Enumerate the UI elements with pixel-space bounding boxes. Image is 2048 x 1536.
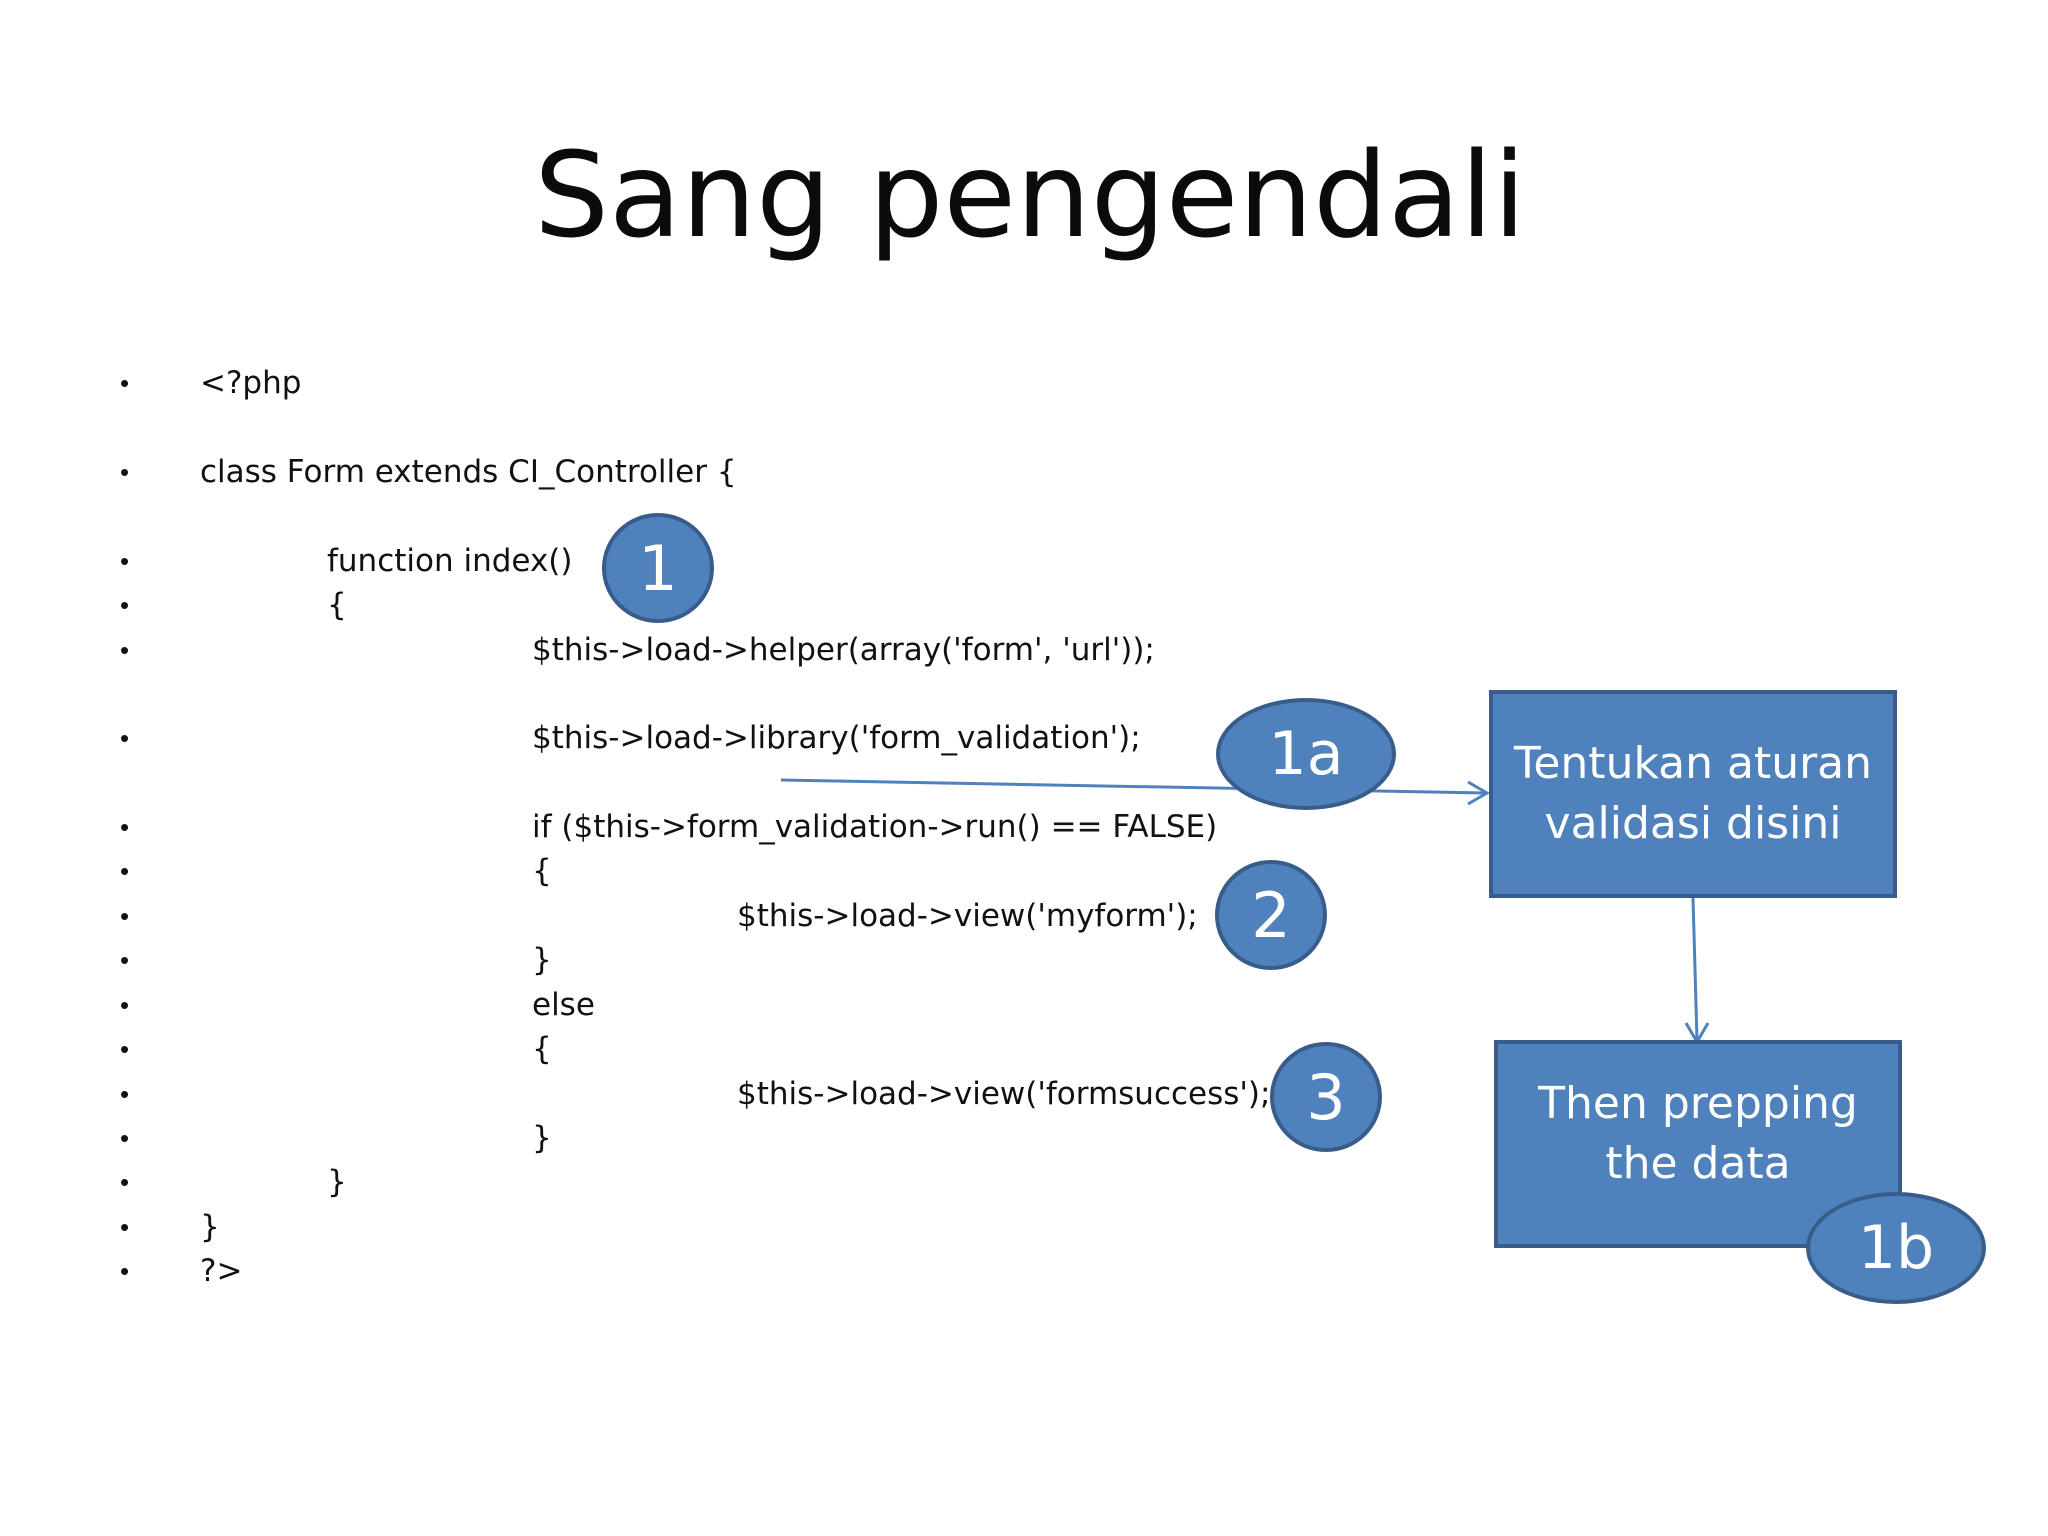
code-text: $this->load->view('myform');: [737, 898, 1198, 934]
code-text: $this->load->view('formsuccess');: [737, 1076, 1271, 1112]
validation-rules-box: Tentukan aturan validasi disini: [1489, 690, 1897, 898]
prepping-data-box: Then prepping the data: [1494, 1040, 1902, 1248]
callout-1: 1: [602, 513, 714, 623]
code-line: • {: [0, 1027, 1300, 1071]
code-text: }: [532, 942, 552, 978]
code-text: }: [327, 1164, 347, 1200]
bullet: •: [120, 901, 130, 931]
code-line: • ?>: [0, 1249, 1300, 1293]
bullet: •: [120, 856, 130, 886]
code-text: }: [200, 1209, 220, 1245]
callout-1b: 1b: [1806, 1192, 1986, 1304]
bullet: •: [120, 1167, 130, 1197]
bullet: •: [120, 1079, 130, 1109]
prepping-data-line-2: the data: [1605, 1138, 1791, 1189]
code-line: • }: [0, 1160, 1300, 1204]
bullet: •: [120, 945, 130, 975]
callout-3: 3: [1270, 1042, 1382, 1152]
code-text: $this->load->helper(array('form', 'url')…: [532, 632, 1155, 668]
code-text: {: [532, 1031, 552, 1067]
code-line: • else: [0, 983, 1300, 1027]
code-text: $this->load->library('form_validation');: [532, 720, 1141, 756]
code-line: • }: [0, 938, 1300, 982]
code-text: class Form extends CI_Controller {: [200, 454, 737, 490]
code-line: • $this->load->library('form_validation'…: [0, 716, 1300, 760]
bullet: •: [120, 1034, 130, 1064]
callout-2: 2: [1215, 860, 1327, 970]
code-line: • $this->load->helper(array('form', 'url…: [0, 628, 1300, 672]
bullet: •: [120, 1123, 130, 1153]
code-text: {: [327, 587, 347, 623]
bullet: •: [120, 723, 130, 753]
validation-rules-line-1: Tentukan aturan: [1513, 738, 1873, 789]
bullet: •: [120, 590, 130, 620]
bullet: •: [120, 635, 130, 665]
code-line: • $this->load->view('formsuccess');: [0, 1072, 1300, 1116]
code-text: <?php: [200, 365, 302, 401]
callout-1a: 1a: [1216, 698, 1396, 810]
code-line: • $this->load->view('myform');: [0, 894, 1300, 938]
prepping-data-line-1: Then prepping: [1538, 1078, 1858, 1129]
code-line: • <?php: [0, 361, 1300, 405]
code-line: • {: [0, 849, 1300, 893]
code-text: {: [532, 853, 552, 889]
arrow-1a-head: [1467, 780, 1490, 806]
bullet: •: [120, 457, 130, 487]
code-text: ?>: [200, 1253, 243, 1289]
code-text: function index(): [327, 543, 573, 579]
bullet: •: [120, 1212, 130, 1242]
slide-title: Sang pengendali: [534, 126, 1526, 264]
code-line: • function index(): [0, 539, 1300, 583]
bullet: •: [120, 1256, 130, 1286]
code-text: }: [532, 1120, 552, 1156]
arrow-down-connector: [1691, 897, 1699, 1041]
validation-rules-line-2: validasi disini: [1544, 798, 1842, 849]
code-line: • {: [0, 583, 1300, 627]
code-line: • if ($this->form_validation->run() == F…: [0, 805, 1300, 849]
code-line: • }: [0, 1205, 1300, 1249]
code-text: if ($this->form_validation->run() == FAL…: [532, 809, 1218, 845]
code-line: • }: [0, 1116, 1300, 1160]
code-line: • class Form extends CI_Controller {: [0, 450, 1300, 494]
bullet: •: [120, 546, 130, 576]
bullet: •: [120, 368, 130, 398]
bullet: •: [120, 812, 130, 842]
code-text: else: [532, 987, 595, 1023]
bullet: •: [120, 990, 130, 1020]
